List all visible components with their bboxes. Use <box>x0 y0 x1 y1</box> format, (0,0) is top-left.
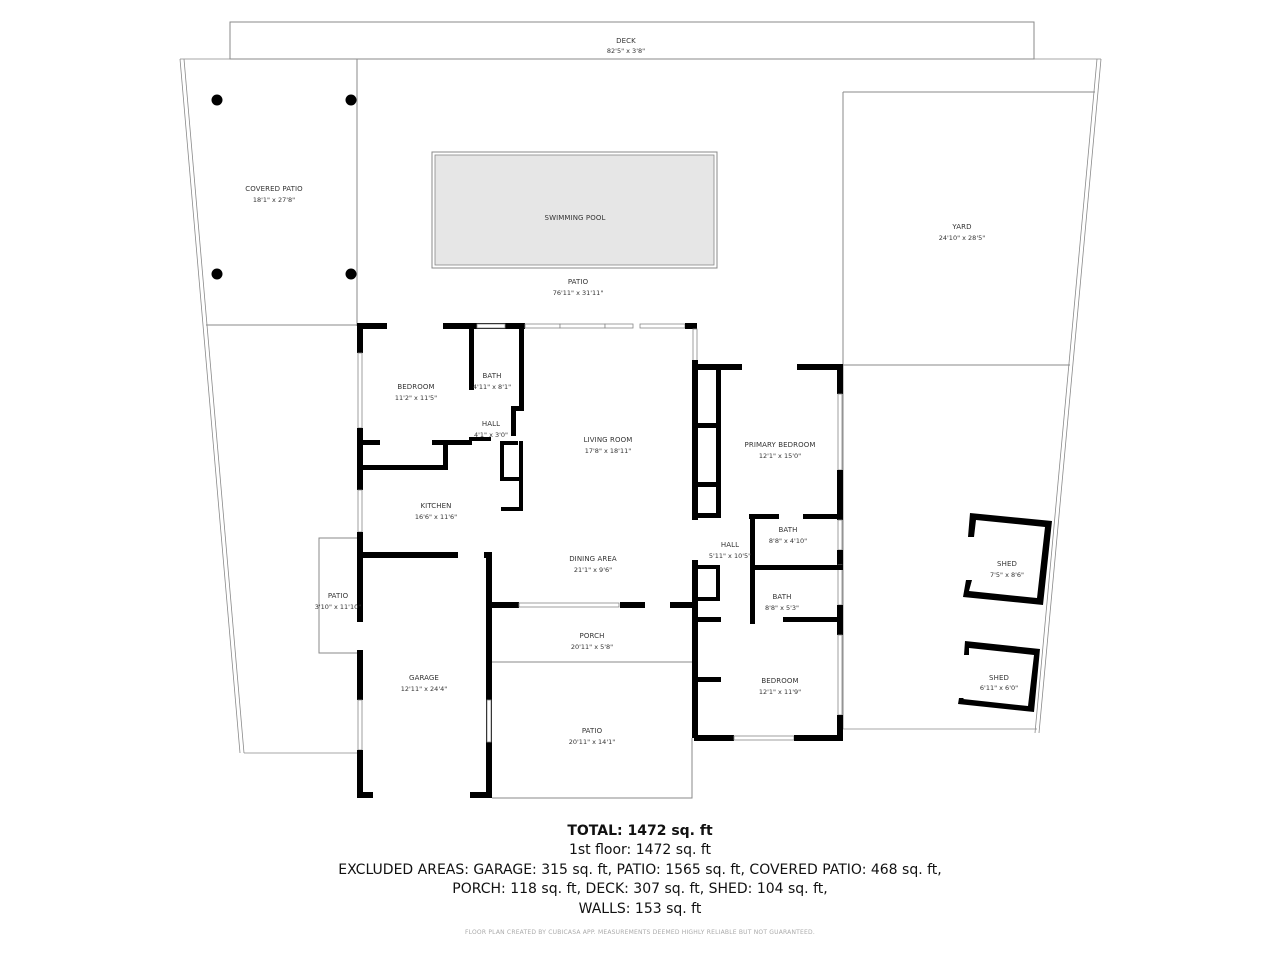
dining-area-label: DINING AREA <box>569 555 617 563</box>
shed-2: SHED 6'11" x 6'0" <box>958 641 1040 712</box>
post-icon <box>211 268 223 280</box>
kitchen-dim: 16'6" x 11'6" <box>415 513 457 521</box>
covered-patio-dim: 18'1" x 27'8" <box>253 196 295 204</box>
primary-bedroom-dim: 12'1" x 15'0" <box>759 452 801 460</box>
hall-nw-dim: 4'1" x 3'0" <box>474 431 508 439</box>
bedroom-nw-label: BEDROOM <box>397 383 434 391</box>
patio-main-label: PATIO <box>568 278 589 286</box>
hall-e-dim: 5'11" x 10'5" <box>709 552 751 560</box>
bath-e1-label: BATH <box>779 526 798 534</box>
garage-dim: 12'11" x 24'4" <box>401 685 447 693</box>
total-area: TOTAL: 1472 sq. ft <box>567 823 713 839</box>
patio-side-label: PATIO <box>328 592 349 600</box>
shed-1: SHED 7'5" x 8'6" <box>963 513 1052 605</box>
bath-e2-dim: 8'8" x 5'3" <box>765 604 799 612</box>
hall-e-label: HALL <box>721 541 739 549</box>
area-summary: TOTAL: 1472 sq. ft 1st floor: 1472 sq. f… <box>0 822 1280 919</box>
bath-e2-label: BATH <box>773 593 792 601</box>
porch-label: PORCH <box>580 632 605 640</box>
bedroom-se-dim: 12'1" x 11'9" <box>759 688 801 696</box>
patio-main-dim: 76'11" x 31'11" <box>553 289 604 297</box>
living-room-label: LIVING ROOM <box>584 436 633 444</box>
patio-front-dim: 20'11" x 14'1" <box>569 738 615 746</box>
disclaimer-footer: FLOOR PLAN CREATED BY CUBICASA APP. MEAS… <box>465 929 815 936</box>
bedroom-nw-dim: 11'2" x 11'5" <box>395 394 437 402</box>
dining-area-dim: 21'1" x 9'6" <box>574 566 612 574</box>
house-walls <box>357 323 843 798</box>
post-icon <box>345 268 357 280</box>
pool-label: SWIMMING POOL <box>545 214 606 222</box>
yard-dim: 24'10" x 28'5" <box>939 234 985 242</box>
yard-area: YARD 24'10" x 28'5" <box>842 91 1095 729</box>
porch-dim: 20'11" x 5'8" <box>571 643 613 651</box>
yard-label: YARD <box>951 223 971 231</box>
excluded-areas-line-2: PORCH: 118 sq. ft, DECK: 307 sq. ft, SHE… <box>452 881 828 897</box>
hall-nw-label: HALL <box>482 420 500 428</box>
patio-side-dim: 3'10" x 11'10" <box>315 603 361 611</box>
floor-plan: DECK 82'5" x 3'8" COVERED PATIO 18'1" x … <box>179 21 1102 799</box>
covered-patio-label: COVERED PATIO <box>245 185 303 193</box>
porch-patio-outline <box>492 661 693 799</box>
shed-2-label: SHED <box>989 674 1009 682</box>
bath-nw-label: BATH <box>483 372 502 380</box>
bedroom-se-label: BEDROOM <box>761 677 798 685</box>
deck-label: DECK <box>616 37 636 45</box>
shed-2-dim: 6'11" x 6'0" <box>980 684 1018 692</box>
side-patio: PATIO 3'10" x 11'10" <box>315 537 361 654</box>
living-room-dim: 17'8" x 18'11" <box>585 447 631 455</box>
floor-area: 1st floor: 1472 sq. ft <box>568 842 712 858</box>
post-icon <box>345 94 357 106</box>
swimming-pool: SWIMMING POOL <box>431 151 718 269</box>
garage-label: GARAGE <box>409 674 439 682</box>
bath-e1-dim: 8'8" x 4'10" <box>769 537 807 545</box>
deck-dim: 82'5" x 3'8" <box>607 47 645 55</box>
lot-boundary <box>179 58 1102 754</box>
patio-front-label: PATIO <box>582 727 603 735</box>
shed-1-label: SHED <box>997 560 1017 568</box>
shed-1-dim: 7'5" x 8'6" <box>990 571 1024 579</box>
excluded-areas-line-3: WALLS: 153 sq. ft <box>578 900 702 917</box>
bath-nw-dim: 4'11" x 8'1" <box>473 383 511 391</box>
excluded-areas-line-1: EXCLUDED AREAS: GARAGE: 315 sq. ft, PATI… <box>338 861 942 878</box>
covered-patio-area: COVERED PATIO 18'1" x 27'8" <box>206 59 358 326</box>
kitchen-label: KITCHEN <box>420 502 451 510</box>
deck-area: DECK 82'5" x 3'8" <box>229 21 1035 60</box>
post-icon <box>211 94 223 106</box>
primary-bedroom-label: PRIMARY BEDROOM <box>745 441 816 449</box>
